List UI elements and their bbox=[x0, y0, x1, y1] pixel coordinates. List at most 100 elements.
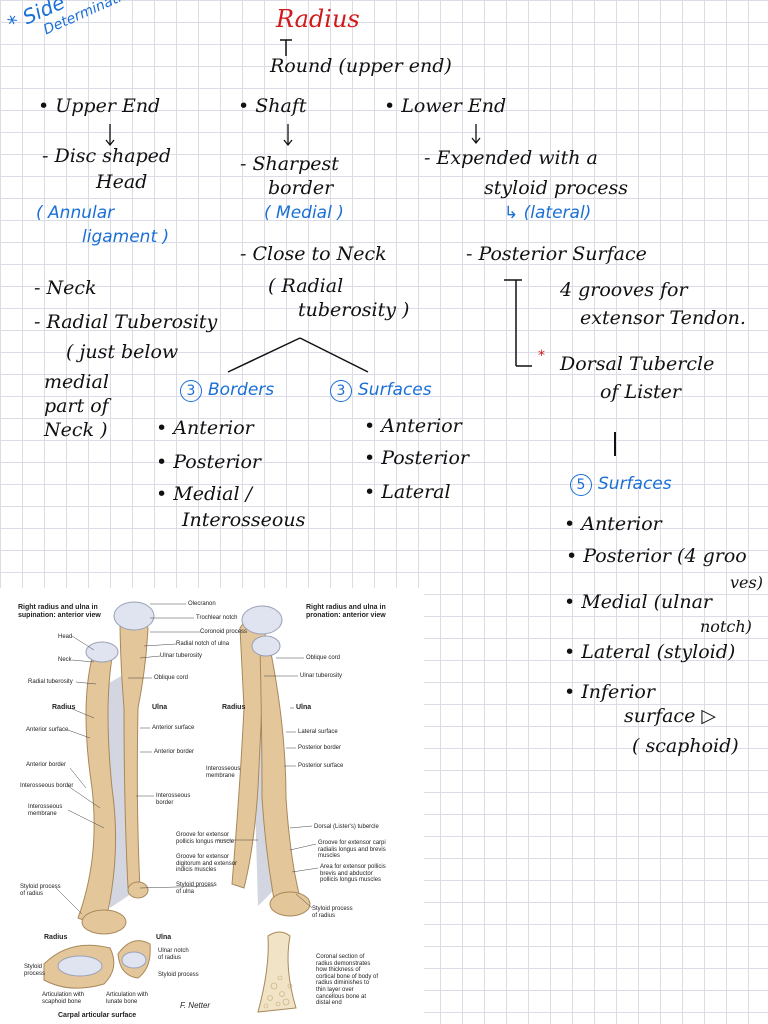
section-note: Coronal section of radius demonstrates h… bbox=[316, 954, 379, 1007]
lower-surfaces-title-text: Surfaces bbox=[598, 474, 672, 494]
tuberosity-note-c: part of bbox=[44, 395, 109, 417]
figure-label: Articulation with scaphoid bone bbox=[42, 992, 85, 1005]
svg-text:*: * bbox=[538, 348, 545, 364]
lower-end-item-note: ↳ (lateral) bbox=[504, 203, 592, 223]
tuberosity-note-a: ( just below bbox=[66, 341, 179, 363]
border-item: • Medial / bbox=[156, 483, 253, 505]
figure-label: Ulnar tuberosity bbox=[300, 673, 343, 679]
figure-label: Styloid process bbox=[24, 964, 46, 977]
figure-label: Anterior surface bbox=[152, 725, 195, 731]
figure-label-radius-right: Radius bbox=[222, 704, 246, 711]
figure-label: Anterior border bbox=[26, 762, 67, 768]
border-item: • Posterior bbox=[156, 451, 262, 473]
shaft-neck-a: - Close to Neck bbox=[240, 243, 387, 265]
figure-title-right: Right radius and ulna in pronation: ante… bbox=[306, 604, 386, 620]
lower-end-heading: • Lower End bbox=[384, 95, 507, 117]
shaft-border-a: - Sharpest bbox=[240, 153, 339, 175]
lower-surface-item: • Medial (ulnar bbox=[564, 591, 713, 613]
figure-label: Groove for extensor pollicis longus musc… bbox=[176, 832, 235, 845]
figure-label: Ulnar notch of radius bbox=[158, 948, 189, 961]
tuberosity-note-b: medial bbox=[44, 371, 109, 393]
borders-title-text: Borders bbox=[208, 380, 275, 400]
upper-end-item1b: Head bbox=[96, 171, 148, 193]
figure-label: Carpal articular surface bbox=[58, 1012, 137, 1019]
surface-item: • Lateral bbox=[364, 481, 451, 503]
figure-label: Dorsal (Lister's) tubercle bbox=[314, 824, 379, 830]
anatomy-figure: Right radius and ulna in supination: ant… bbox=[0, 588, 424, 1024]
figure-label: Anterior surface bbox=[26, 727, 69, 733]
surface-item: • Posterior bbox=[364, 447, 470, 469]
figure-label: Oblique cord bbox=[154, 675, 189, 681]
figure-label: Groove for extensor digitorum and extens… bbox=[176, 854, 238, 874]
surfaces-title: 3 Surfaces bbox=[330, 380, 432, 402]
figure-label: Neck bbox=[58, 657, 72, 663]
figure-label: Interosseous border bbox=[156, 793, 191, 806]
figure-label: Head bbox=[58, 634, 73, 640]
borders-title: 3 Borders bbox=[180, 380, 274, 402]
lower-surface-item: • Posterior (4 groo bbox=[566, 545, 747, 567]
figure-label: Styloid process of radius bbox=[312, 906, 353, 919]
tubercle-b: of Lister bbox=[600, 381, 681, 403]
figure-label: Trochlear notch bbox=[196, 615, 238, 621]
lower-surface-item: • Anterior bbox=[564, 513, 662, 535]
figure-label: Radius bbox=[44, 934, 68, 941]
upper-end-tuberosity: - Radial Tuberosity bbox=[34, 311, 218, 333]
lower-surface-item: ves) bbox=[730, 573, 763, 592]
borders-count: 3 bbox=[180, 380, 202, 402]
surfaces-count: 3 bbox=[330, 380, 352, 402]
lower-surface-item: ( scaphoid) bbox=[632, 735, 739, 757]
border-item: Interosseous bbox=[182, 509, 306, 531]
figure-label: Oblique cord bbox=[306, 655, 341, 661]
figure-label: Ulna bbox=[156, 934, 172, 941]
shaft-neck-c: tuberosity ) bbox=[298, 299, 410, 321]
upper-end-item1a: - Disc shaped bbox=[42, 145, 172, 167]
figure-label: Area for extensor pollicis brevis and ab… bbox=[320, 864, 386, 884]
figure-label: Styloid process bbox=[158, 972, 199, 978]
annular-ligament-b: ligament ) bbox=[82, 227, 170, 247]
lower-surface-item: notch) bbox=[700, 617, 752, 636]
bone-illustration bbox=[43, 601, 319, 1013]
annular-ligament-a: ( Annular bbox=[36, 203, 115, 223]
figure-label: Ulna bbox=[296, 704, 312, 711]
upper-end-neck: - Neck bbox=[34, 277, 97, 299]
posterior-surface: - Posterior Surface bbox=[466, 243, 647, 265]
lower-surfaces-count: 5 bbox=[570, 474, 592, 496]
figure-label: Anterior border bbox=[154, 749, 195, 755]
surfaces-title-text: Surfaces bbox=[358, 380, 432, 400]
figure-label: Interosseous membrane bbox=[28, 804, 63, 817]
netter-signature: F. Netter bbox=[180, 1001, 211, 1010]
lower-surfaces-title: 5 Surfaces bbox=[570, 474, 672, 496]
figure-label: Ulna bbox=[152, 704, 168, 711]
lower-end-item-a: - Expended with a bbox=[424, 147, 598, 169]
figure-label: Posterior border bbox=[298, 745, 342, 751]
figure-label: Articulation with lunate bone bbox=[106, 992, 149, 1005]
figure-label: Interosseous border bbox=[20, 783, 74, 789]
tubercle-a: Dorsal Tubercle bbox=[560, 353, 715, 375]
subtitle: Round (upper end) bbox=[270, 55, 452, 77]
shaft-border-b: border bbox=[268, 177, 334, 199]
figure-label: Lateral surface bbox=[298, 729, 338, 735]
shaft-heading: • Shaft bbox=[238, 95, 307, 117]
surface-item: • Anterior bbox=[364, 415, 462, 437]
upper-end-heading: • Upper End bbox=[38, 95, 161, 117]
shaft-neck-b: ( Radial bbox=[268, 275, 344, 297]
lower-surface-item: surface ▷ bbox=[624, 705, 716, 727]
figure-label: Interosseous membrane bbox=[206, 766, 241, 779]
lower-end-item-b: styloid process bbox=[484, 177, 628, 199]
figure-label: Radius bbox=[52, 704, 76, 711]
figure-label: Posterior surface bbox=[298, 763, 344, 769]
figure-label: Styloid process of ulna bbox=[176, 882, 217, 895]
grooves-a: 4 grooves for bbox=[560, 279, 688, 301]
figure-label: Groove for extensor carpi radialis longu… bbox=[318, 840, 386, 860]
figure-title-left: Right radius and ulna in supination: ant… bbox=[18, 604, 101, 620]
border-item: • Anterior bbox=[156, 417, 254, 439]
shaft-border-note: ( Medial ) bbox=[264, 203, 344, 223]
figure-label: Radial notch of ulna bbox=[176, 641, 230, 647]
figure-label: Ulnar tuberosity bbox=[160, 653, 203, 659]
lower-surface-item: • Inferior bbox=[564, 681, 655, 703]
page-title: Radius bbox=[276, 5, 360, 33]
figure-label: Styloid process of radius bbox=[20, 884, 61, 897]
lower-surface-item: • Lateral (styloid) bbox=[564, 641, 736, 663]
figure-label: Coronoid process bbox=[200, 629, 248, 635]
